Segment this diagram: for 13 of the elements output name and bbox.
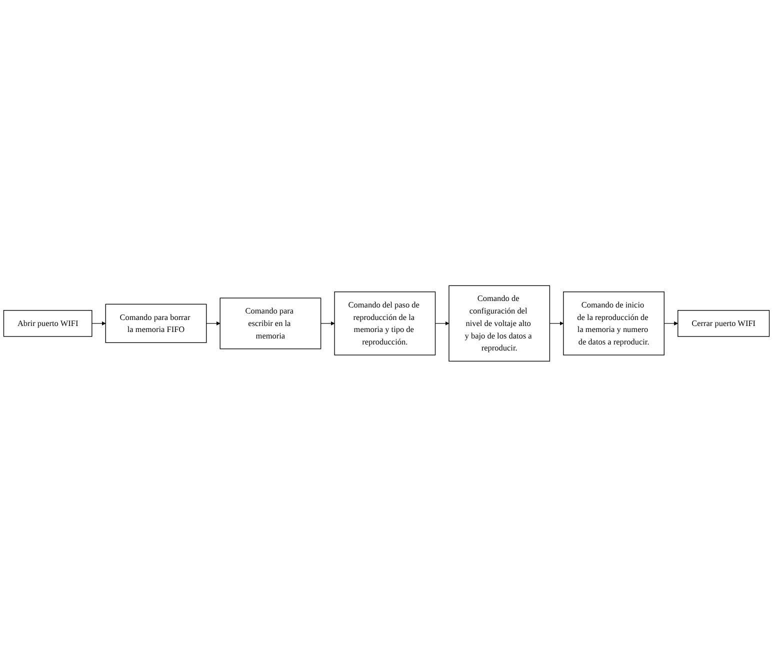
arrow — [92, 321, 106, 326]
node-box: Comando para borrar la memoria FIFO — [105, 304, 207, 344]
arrow — [320, 321, 335, 326]
arrow — [664, 321, 678, 326]
node-box: Comando de inicio de la reproducción de la memoria y numero de datos a reproducir. — [563, 292, 664, 356]
node-box: Comando del paso de reproducción de la memoria y tipo de reproducción. — [334, 292, 436, 356]
node-box: Abrir puerto WIFI — [3, 310, 92, 337]
node-box: Comando para escribir en la memoria — [220, 298, 322, 350]
node-box: Comando de configuración del nivel de voltaje alto y bajo de los datos a reproducir. — [448, 285, 550, 362]
arrow — [549, 321, 564, 326]
arrow — [434, 321, 450, 326]
node-box: Cerrar puerto WIFI — [678, 310, 770, 337]
arrow — [206, 321, 220, 326]
